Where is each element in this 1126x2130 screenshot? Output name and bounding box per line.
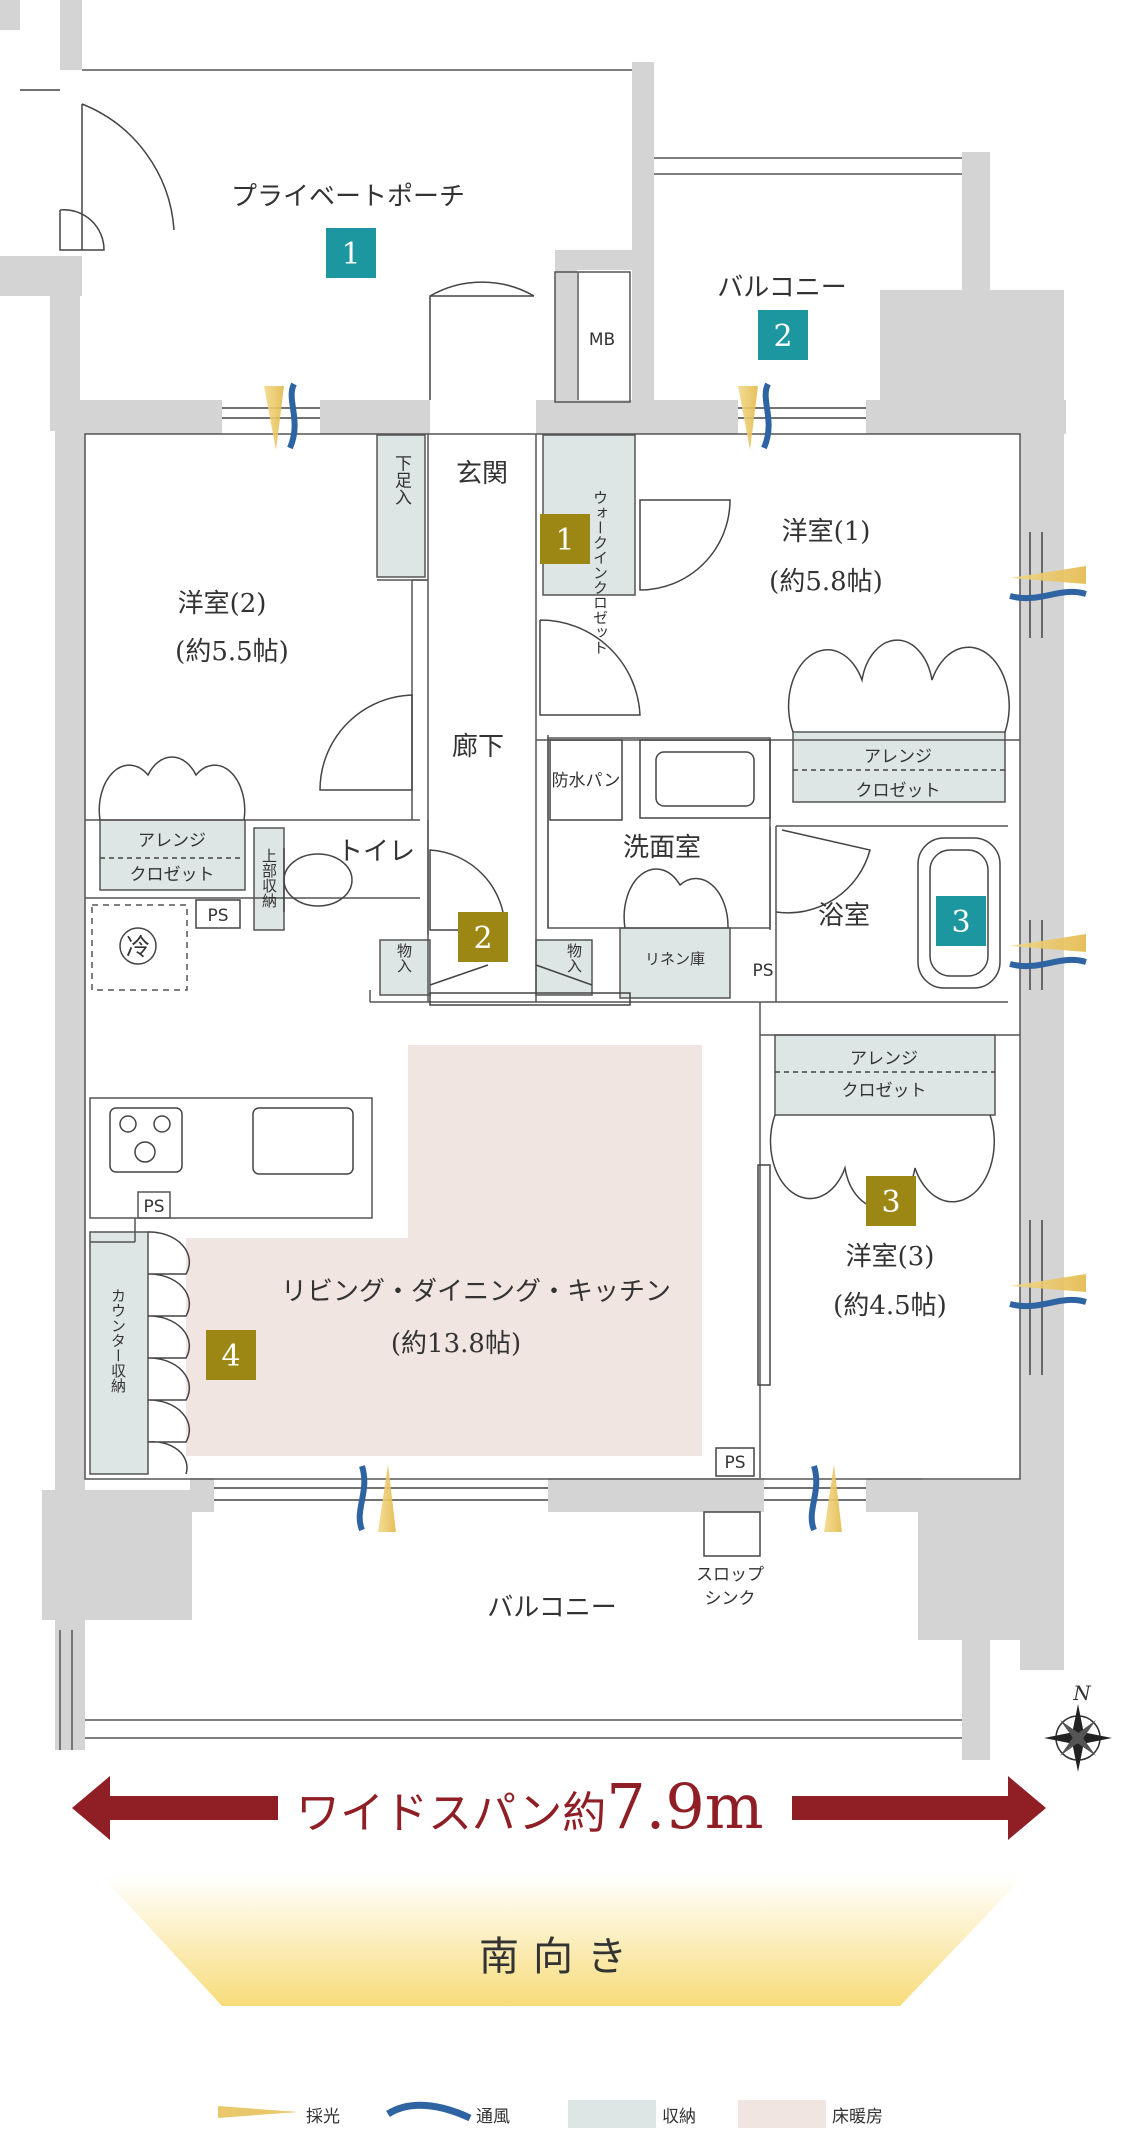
fixtures bbox=[100, 739, 1005, 1557]
compass-icon: N bbox=[1044, 1681, 1112, 1772]
walls bbox=[0, 0, 1066, 1760]
linen-storage bbox=[619, 927, 731, 999]
label-yoshitsu3: 洋室(3) bbox=[846, 1242, 935, 1272]
label-yoshitsu1: 洋室(1) bbox=[782, 517, 871, 547]
arrow-right-icon bbox=[792, 1776, 1046, 1840]
label-closet-3: クロゼット bbox=[842, 1081, 927, 1101]
label-corridor: 廊下 bbox=[452, 732, 504, 762]
label-balcony-bottom: バルコニー bbox=[487, 1593, 616, 1623]
label-ldk-size: (約13.8帖) bbox=[391, 1329, 521, 1359]
label-porch: プライベートポーチ bbox=[231, 182, 465, 212]
label-bath: 浴室 bbox=[818, 901, 870, 931]
label-ps-bath: PS bbox=[752, 961, 773, 981]
light-wind-markers bbox=[264, 382, 1087, 1532]
label-ps-toilet: PS bbox=[207, 906, 228, 926]
label-genkan: 玄関 bbox=[456, 459, 508, 489]
badge-2-teal bbox=[758, 310, 808, 360]
badge-3-teal-text: 3 bbox=[951, 905, 970, 940]
legend-floor-heat-label: 床暖房 bbox=[832, 2107, 883, 2127]
room-lines bbox=[59, 69, 1021, 1750]
label-yoshitsu2-size: (約5.5帖) bbox=[175, 637, 289, 667]
badge-3-gold bbox=[866, 1176, 916, 1226]
arrow-left-icon bbox=[72, 1776, 278, 1840]
label-arrange-1: アレンジ bbox=[864, 747, 932, 767]
legend-storage-label: 収納 bbox=[662, 2107, 696, 2127]
label-arrange-2: アレンジ bbox=[138, 831, 206, 851]
arrange-closet-2 bbox=[99, 819, 246, 891]
label-monoire-right: 物入 bbox=[565, 943, 583, 973]
badge-1-gold bbox=[540, 514, 590, 564]
label-closet-2: クロゼット bbox=[130, 865, 215, 885]
label-slop-1: スロップ bbox=[696, 1565, 764, 1585]
room-labels: プライベートポーチ バルコニー MB 玄関 下足入 ウォークインクロゼット 洋室… bbox=[109, 182, 947, 1623]
ps-box-ldk bbox=[715, 1447, 755, 1477]
floor-heating-area bbox=[186, 1045, 702, 1456]
legend-light-swatch bbox=[218, 2106, 298, 2118]
label-counter: カウンター収納 bbox=[109, 1288, 127, 1394]
label-slop-2: シンク bbox=[705, 1589, 756, 1609]
badges: 1 2 3 1 2 3 4 bbox=[206, 228, 986, 1380]
label-closet-1: クロゼット bbox=[856, 781, 941, 801]
storage-areas bbox=[89, 434, 1006, 1475]
label-monoire-left: 物入 bbox=[395, 943, 413, 973]
label-yoshitsu3-size: (約4.5帖) bbox=[833, 1291, 947, 1321]
light-marker bbox=[264, 386, 284, 450]
orientation-label: 南向き bbox=[479, 1934, 641, 1980]
label-walkin: ウォークインクロゼット bbox=[591, 490, 609, 655]
compass-north-label: N bbox=[1072, 1681, 1092, 1705]
monoire-left bbox=[379, 939, 431, 996]
wide-span-arrow: ワイドスパン約7.9m bbox=[72, 1770, 1046, 1843]
badge-1-teal-text: 1 bbox=[341, 237, 360, 272]
bathtub-icon bbox=[917, 837, 1001, 989]
badge-2-gold bbox=[458, 912, 508, 962]
arrange-closet-3 bbox=[774, 1034, 996, 1116]
label-senmen: 洗面室 bbox=[623, 833, 701, 863]
label-toilet: トイレ bbox=[337, 837, 415, 867]
legend-wind-label: 通風 bbox=[476, 2107, 510, 2127]
upper-storage bbox=[253, 827, 285, 931]
legend-light-label: 採光 bbox=[306, 2107, 340, 2127]
fridge-icon bbox=[119, 927, 157, 965]
sink-icon bbox=[252, 1107, 354, 1175]
label-linen: リネン庫 bbox=[645, 950, 705, 968]
waterproof-pan bbox=[549, 739, 623, 821]
wind-marker bbox=[287, 382, 298, 450]
legend-floor-heat-swatch bbox=[738, 2100, 826, 2128]
stove-icon bbox=[109, 1107, 183, 1173]
label-yoshitsu2: 洋室(2) bbox=[178, 589, 267, 619]
monoire-right bbox=[535, 939, 593, 996]
label-balcony-top: バルコニー bbox=[717, 273, 846, 303]
badge-4-gold bbox=[206, 1330, 256, 1380]
legend-wind-swatch bbox=[386, 2101, 472, 2122]
badge-3-gold-text: 3 bbox=[881, 1185, 900, 1220]
badge-3-teal bbox=[936, 896, 986, 946]
wide-span-label: ワイドスパン約7.9m bbox=[296, 1770, 764, 1843]
shoe-storage bbox=[376, 434, 426, 578]
arrange-closet-1 bbox=[792, 731, 1006, 803]
label-arrange-3: アレンジ bbox=[850, 1049, 918, 1069]
legend: 採光 通風 収納 床暖房 bbox=[218, 2100, 883, 2128]
label-mb: MB bbox=[589, 330, 615, 350]
ps-box-toilet bbox=[195, 899, 241, 929]
ps-kitchen bbox=[137, 1191, 171, 1219]
legend-storage-swatch bbox=[568, 2100, 656, 2128]
slop-sink-icon bbox=[703, 1511, 761, 1557]
south-facing: 南向き bbox=[102, 1876, 1024, 2006]
badge-4-gold-text: 4 bbox=[221, 1339, 240, 1374]
label-ldk: リビング・ダイニング・キッチン bbox=[281, 1277, 671, 1307]
label-upper-storage: 上部収納 bbox=[260, 848, 278, 909]
label-fridge: 冷 bbox=[126, 933, 150, 961]
counter-storage bbox=[89, 1231, 149, 1475]
label-shoes: 下足入 bbox=[391, 455, 412, 506]
label-ps-kitchen: PS bbox=[143, 1197, 164, 1217]
badge-1-gold-text: 1 bbox=[555, 523, 574, 558]
label-ps-ldk: PS bbox=[724, 1453, 745, 1473]
label-bousui: 防水パン bbox=[552, 771, 621, 791]
label-yoshitsu1-size: (約5.8帖) bbox=[769, 567, 883, 597]
badge-2-gold-text: 2 bbox=[473, 921, 492, 956]
badge-2-teal-text: 2 bbox=[773, 319, 792, 354]
badge-1-teal bbox=[326, 228, 376, 278]
